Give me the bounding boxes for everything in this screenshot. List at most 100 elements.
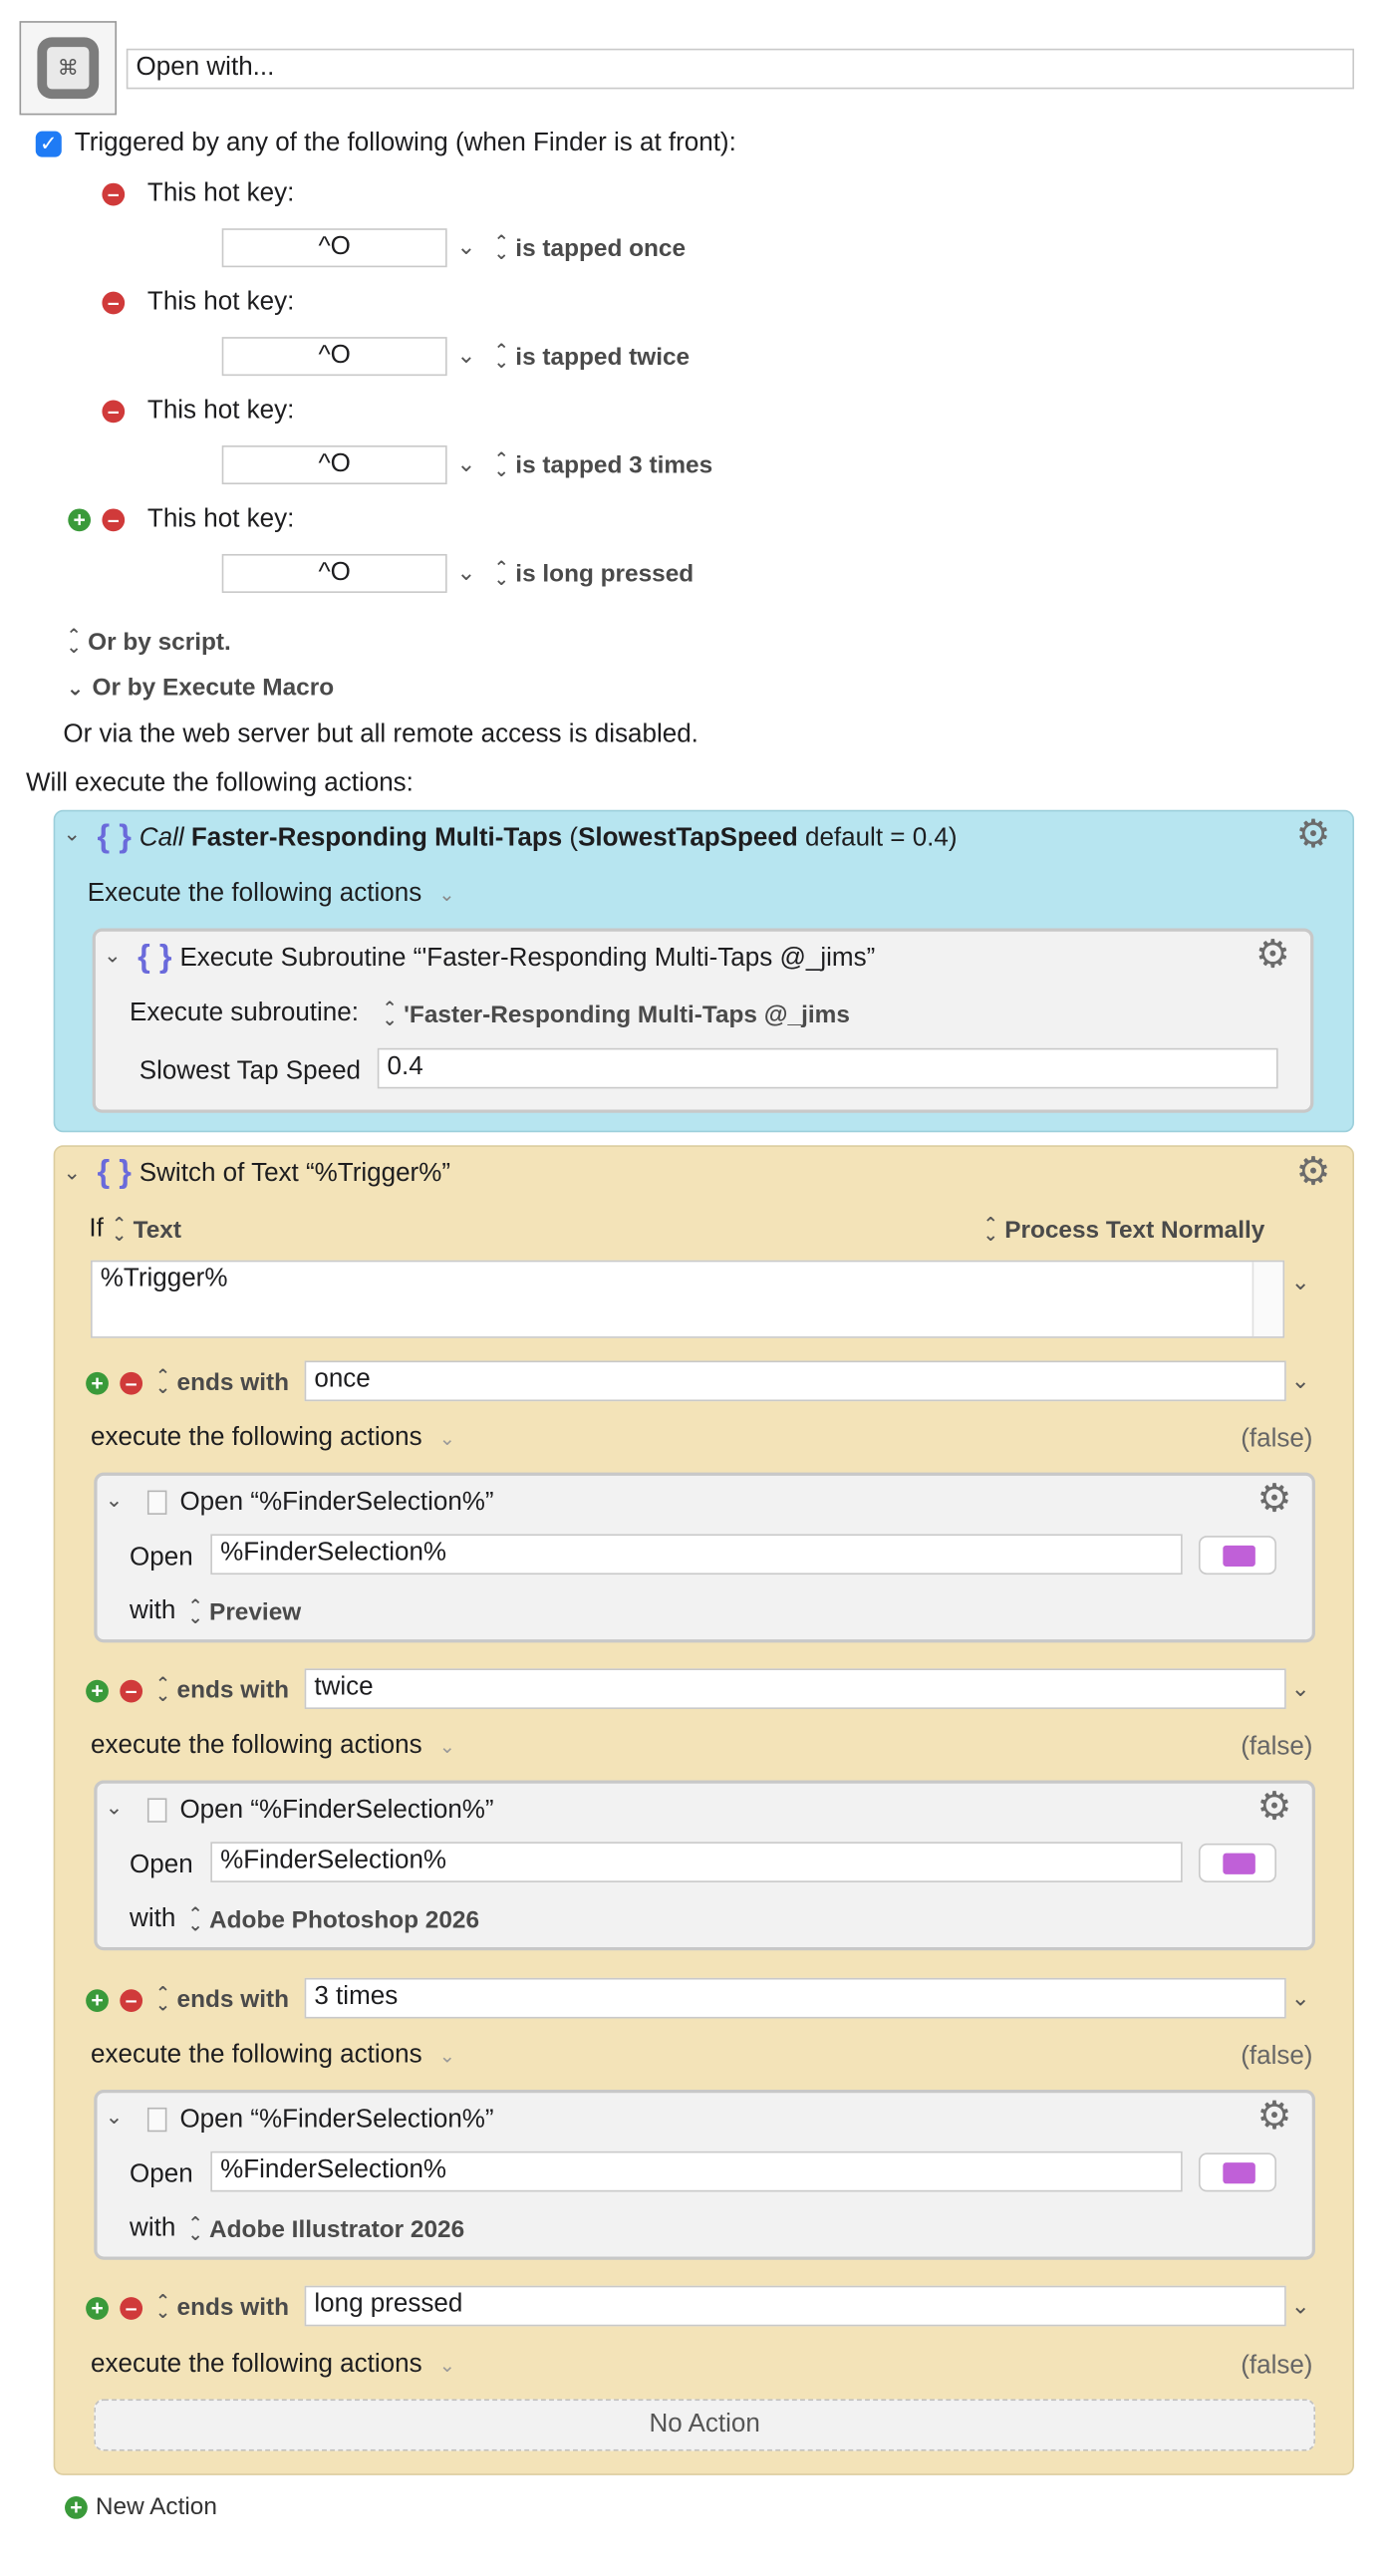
- updown-icon: ⌃⌄: [493, 233, 509, 265]
- chevron-down-icon[interactable]: ⌄: [438, 882, 455, 906]
- document-icon: [146, 1490, 167, 1515]
- gear-icon[interactable]: ⚙: [1256, 2094, 1292, 2139]
- case-2-open-action[interactable]: ⌄ Open “%FinderSelection%” ⚙ Open %Finde…: [94, 1780, 1315, 1951]
- hotkey-2-chevron-down-icon[interactable]: ⌄: [456, 342, 476, 369]
- open-label: Open: [130, 1544, 193, 1572]
- or-by-script-popup[interactable]: ⌃⌄Or by script.: [66, 627, 231, 659]
- chevron-down-icon[interactable]: ⌄: [1290, 1268, 1310, 1294]
- chevron-down-icon[interactable]: ⌄: [1290, 2292, 1310, 2319]
- trigger-enabled-checkbox[interactable]: ✓: [35, 131, 62, 157]
- updown-icon: ⌃⌄: [155, 1367, 171, 1398]
- open-path-field[interactable]: %FinderSelection%: [210, 1842, 1183, 1882]
- switch-text-value: %Trigger%: [100, 1265, 228, 1293]
- hotkey-4-label: This hot key:: [146, 505, 295, 533]
- subroutine-popup[interactable]: ⌃⌄'Faster-Responding Multi-Taps @_jims: [382, 1000, 850, 1030]
- or-by-execute-macro-disclosure[interactable]: ⌄Or by Execute Macro: [66, 674, 335, 702]
- gear-icon[interactable]: ⚙: [1254, 933, 1290, 978]
- collapse-chevron-icon[interactable]: ⌄: [104, 943, 122, 968]
- chevron-down-icon[interactable]: ⌄: [438, 1735, 455, 1758]
- gear-icon[interactable]: ⚙: [1256, 1477, 1292, 1522]
- hotkey-3-field[interactable]: ^O: [221, 445, 447, 485]
- add-trigger-button[interactable]: +: [68, 508, 92, 532]
- choose-folder-button[interactable]: [1198, 1843, 1276, 1882]
- case-1-open-action[interactable]: ⌄ Open “%FinderSelection%” ⚙ Open %Finde…: [94, 1472, 1315, 1643]
- case-3-operator-popup[interactable]: ⌃⌄ends with: [155, 1984, 289, 2016]
- call-action-group[interactable]: ⌄ { } Call Faster-Responding Multi-Taps …: [53, 809, 1355, 1133]
- case-2-operator-popup[interactable]: ⌃⌄ends with: [155, 1674, 289, 1706]
- execute-subroutine-action[interactable]: ⌄ { } Execute Subroutine “'Faster-Respon…: [92, 928, 1314, 1113]
- open-path-field[interactable]: %FinderSelection%: [210, 1534, 1183, 1575]
- with-application-popup[interactable]: ⌃⌄Adobe Photoshop 2026: [187, 1904, 480, 1936]
- chevron-down-icon[interactable]: ⌄: [1290, 1674, 1310, 1701]
- hotkey-1-field[interactable]: ^O: [221, 228, 447, 268]
- case-1-operator-popup[interactable]: ⌃⌄ends with: [155, 1367, 289, 1398]
- switch-text-field[interactable]: %Trigger%: [91, 1260, 1285, 1338]
- collapse-chevron-icon[interactable]: ⌄: [63, 1159, 82, 1185]
- with-application-popup[interactable]: ⌃⌄Preview: [187, 1596, 302, 1628]
- new-action-button[interactable]: New Action: [95, 2492, 217, 2521]
- slowest-tap-speed-field[interactable]: 0.4: [377, 1047, 1278, 1089]
- folder-icon: [1223, 1853, 1255, 1874]
- chevron-down-icon[interactable]: ⌄: [438, 2353, 455, 2377]
- add-case-button[interactable]: +: [86, 1989, 109, 2012]
- hotkey-4-mode-popup[interactable]: ⌃⌄is long pressed: [493, 558, 695, 590]
- case-1-value-field[interactable]: once: [304, 1360, 1286, 1402]
- braces-icon: { }: [97, 1155, 132, 1191]
- collapse-chevron-icon[interactable]: ⌄: [105, 2104, 124, 2130]
- case-3-value-field[interactable]: 3 times: [304, 1977, 1286, 2019]
- collapse-chevron-icon[interactable]: ⌄: [105, 1487, 124, 1512]
- hotkey-2-field[interactable]: ^O: [221, 337, 447, 377]
- folder-icon: [1223, 2162, 1255, 2184]
- switch-action-group[interactable]: ⌄ { } Switch of Text “%Trigger%” ⚙ If ⌃⌄…: [53, 1145, 1355, 2475]
- hotkey-1-mode-popup[interactable]: ⌃⌄is tapped once: [493, 233, 687, 265]
- macro-icon[interactable]: ⌘: [19, 21, 118, 116]
- slowest-tap-speed-label: Slowest Tap Speed: [139, 1057, 362, 1086]
- remove-case-button[interactable]: –: [120, 2297, 143, 2320]
- case-1-execute-label: execute the following actions ⌄: [91, 1423, 455, 1452]
- no-action-placeholder[interactable]: No Action: [94, 2399, 1315, 2451]
- chevron-down-icon[interactable]: ⌄: [438, 1427, 455, 1450]
- hotkey-2-mode-popup[interactable]: ⌃⌄is tapped twice: [493, 342, 691, 373]
- open-path-field[interactable]: %FinderSelection%: [210, 2150, 1183, 2192]
- updown-icon: ⌃⌄: [155, 1984, 171, 2016]
- document-icon: [146, 2107, 167, 2133]
- process-text-popup[interactable]: ⌃⌄Process Text Normally: [982, 1215, 1265, 1247]
- add-case-button[interactable]: +: [86, 2297, 109, 2320]
- remove-case-button[interactable]: –: [120, 1989, 143, 2012]
- gear-icon[interactable]: ⚙: [1295, 1150, 1331, 1195]
- hotkey-4-chevron-down-icon[interactable]: ⌄: [456, 558, 476, 585]
- hotkey-4-field[interactable]: ^O: [221, 553, 447, 593]
- source-type-popup[interactable]: ⌃⌄Text: [112, 1215, 181, 1247]
- case-4-execute-label: execute the following actions ⌄: [91, 2350, 455, 2379]
- case-2-value-field[interactable]: twice: [304, 1668, 1286, 1710]
- hotkey-1-chevron-down-icon[interactable]: ⌄: [456, 233, 476, 260]
- remove-trigger-2-button[interactable]: –: [102, 292, 126, 315]
- chevron-down-icon[interactable]: ⌄: [438, 2044, 455, 2068]
- remove-case-button[interactable]: –: [120, 1680, 143, 1703]
- add-case-button[interactable]: +: [86, 1680, 109, 1703]
- collapse-chevron-icon[interactable]: ⌄: [105, 1795, 124, 1820]
- collapse-chevron-icon[interactable]: ⌄: [63, 821, 82, 846]
- choose-folder-button[interactable]: [1198, 2152, 1276, 2192]
- remove-trigger-3-button[interactable]: –: [102, 401, 126, 424]
- remove-trigger-1-button[interactable]: –: [102, 182, 126, 206]
- case-4-operator-popup[interactable]: ⌃⌄ends with: [155, 2292, 289, 2324]
- case-4-value-field[interactable]: long pressed: [304, 2285, 1286, 2327]
- switch-title: Switch of Text “%Trigger%”: [139, 1159, 451, 1188]
- hotkey-3-chevron-down-icon[interactable]: ⌄: [456, 449, 476, 476]
- chevron-down-icon[interactable]: ⌄: [1290, 1984, 1310, 2011]
- hotkey-3-mode-popup[interactable]: ⌃⌄is tapped 3 times: [493, 449, 713, 481]
- gear-icon[interactable]: ⚙: [1256, 1785, 1292, 1830]
- scrollbar[interactable]: [1252, 1262, 1283, 1337]
- gear-icon[interactable]: ⚙: [1295, 813, 1331, 857]
- remove-trigger-4-button[interactable]: –: [102, 508, 126, 532]
- chevron-down-icon[interactable]: ⌄: [1290, 1367, 1310, 1394]
- open-label: Open: [130, 2160, 193, 2189]
- with-application-popup[interactable]: ⌃⌄Adobe Illustrator 2026: [187, 2214, 465, 2246]
- remove-case-button[interactable]: –: [120, 1372, 143, 1395]
- add-case-button[interactable]: +: [86, 1372, 109, 1395]
- case-3-open-action[interactable]: ⌄ Open “%FinderSelection%” ⚙ Open %Finde…: [94, 2090, 1315, 2260]
- new-action-plus-icon[interactable]: +: [65, 2496, 88, 2519]
- macro-name-field[interactable]: Open with...: [126, 48, 1355, 90]
- choose-folder-button[interactable]: [1198, 1536, 1276, 1575]
